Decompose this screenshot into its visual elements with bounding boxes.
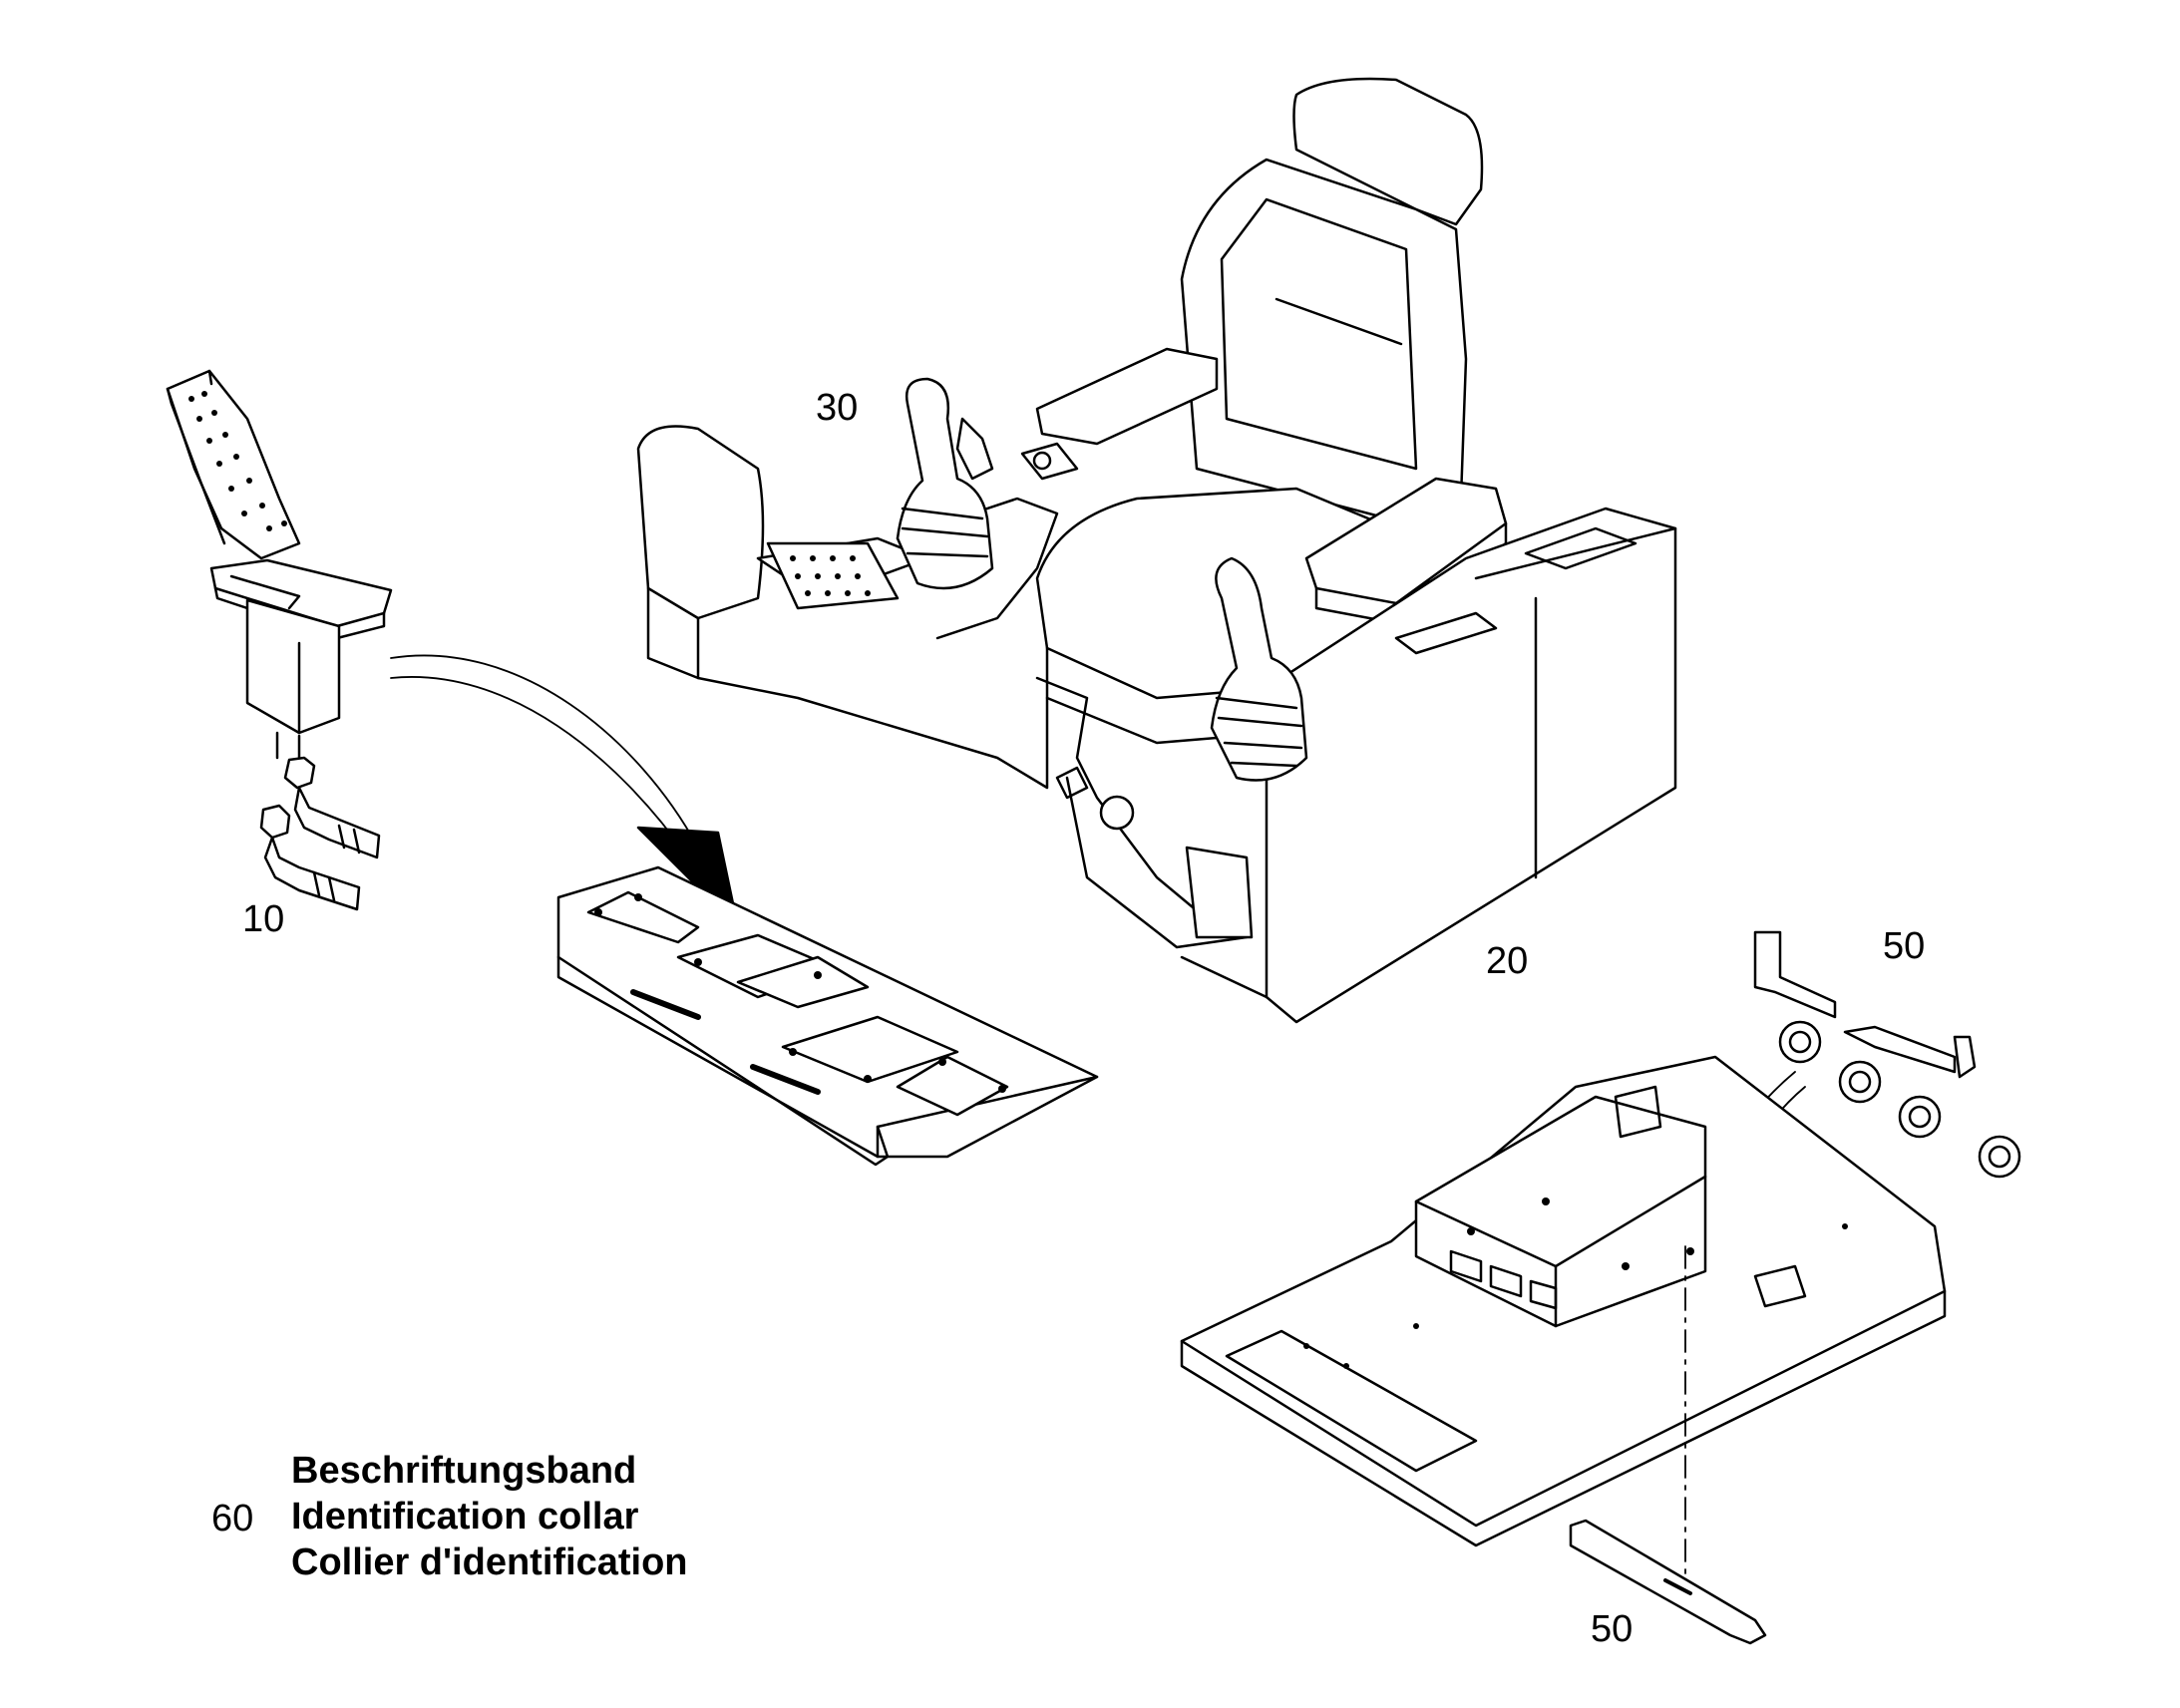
- callout-20: 20: [1486, 940, 1529, 982]
- base-plate-controller: [1180, 1055, 1947, 1547]
- assembly-arrow: [390, 654, 699, 849]
- callout-30: 30: [816, 387, 859, 429]
- callout-10: 10: [242, 898, 285, 940]
- mounting-brackets: [1753, 930, 2021, 1179]
- legend-english: Identification collar: [291, 1496, 639, 1537]
- foot-pedal-valve: [166, 369, 393, 911]
- callout-50-top: 50: [1883, 925, 1926, 967]
- floor-plate: [556, 865, 1099, 1167]
- legend-german: Beschriftungsband: [291, 1450, 637, 1492]
- legend-french: Collier d'identification: [291, 1541, 688, 1583]
- legend-number: 60: [211, 1498, 254, 1539]
- callout-50-bottom: 50: [1591, 1608, 1634, 1650]
- cable-strap: [1569, 1519, 1767, 1645]
- operator-seat-console: [636, 77, 1677, 1024]
- legend-descriptions: Beschriftungsband Identification collar …: [291, 1448, 688, 1585]
